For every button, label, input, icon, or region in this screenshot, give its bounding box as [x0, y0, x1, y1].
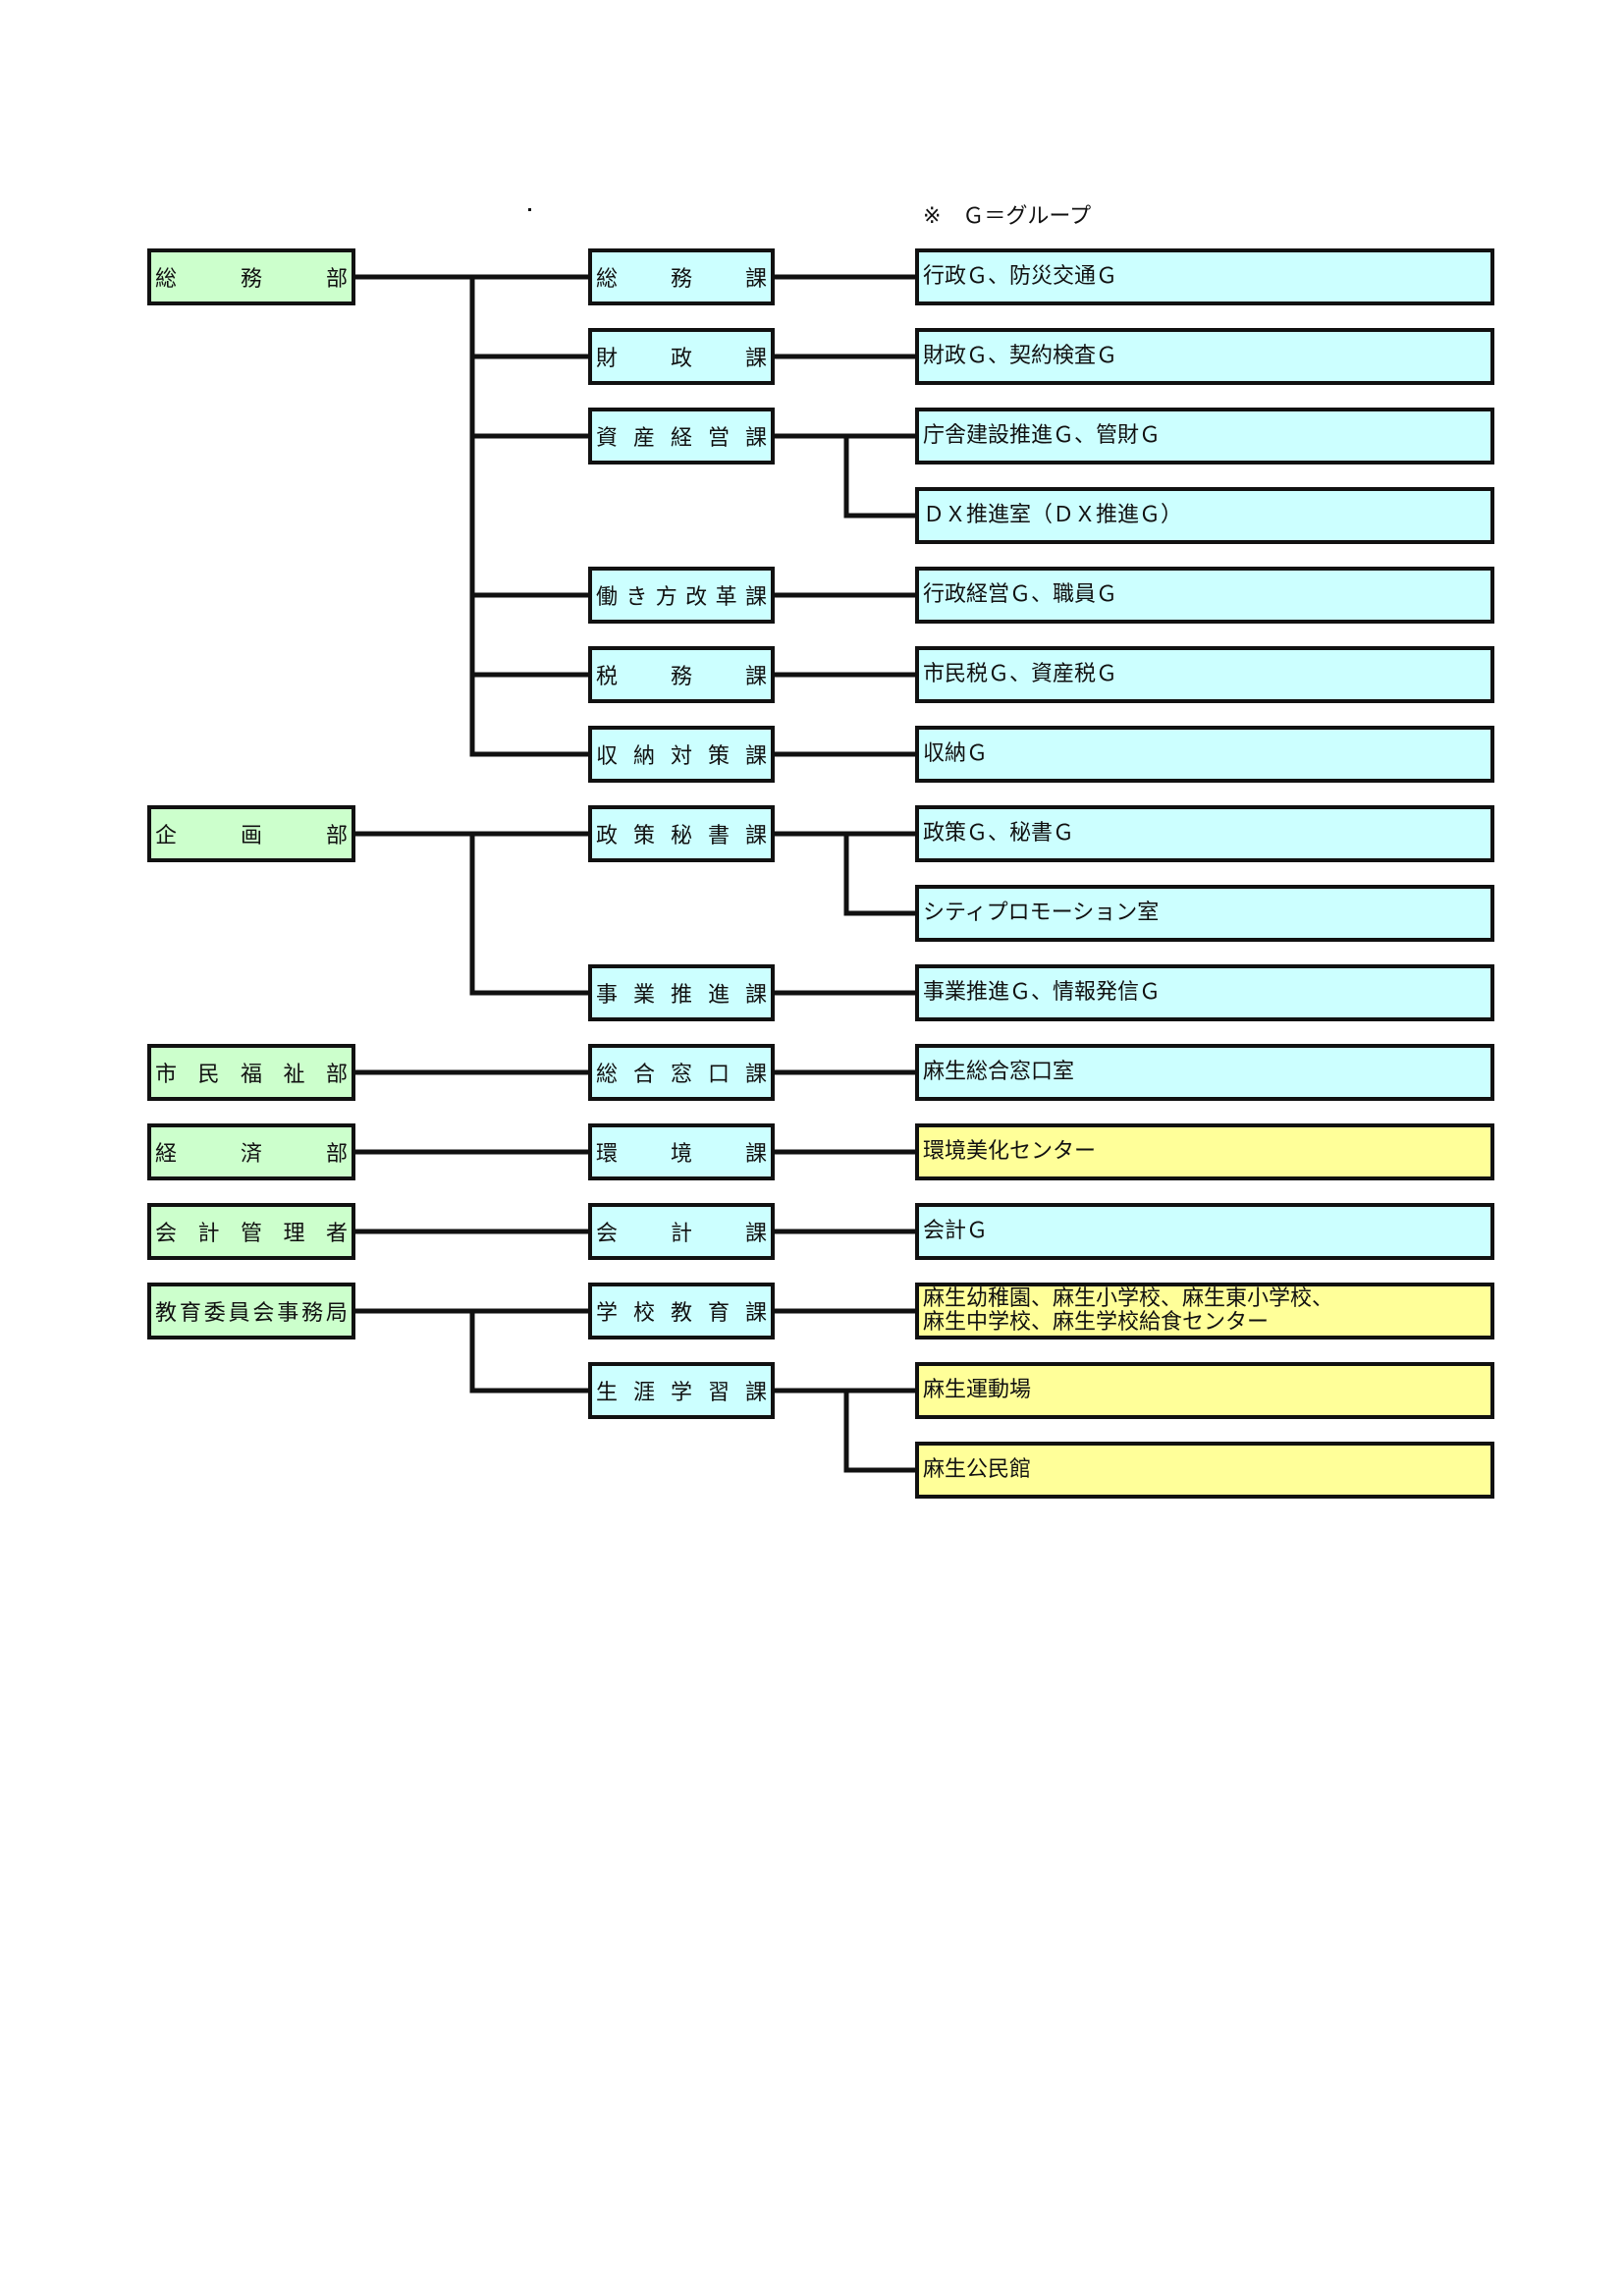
sect-label: 税務課 [596, 665, 767, 689]
dept-shimin-fukushi: 市民福祉部 [147, 1044, 355, 1101]
facility-box: 麻生幼稚園、麻生小学校、麻生東小学校、 麻生中学校、麻生学校給食センター [915, 1283, 1494, 1339]
sect-label: 財政課 [596, 347, 767, 371]
group-label: ＤＸ推進室（ＤＸ推進Ｇ） [923, 503, 1183, 527]
group-label: 財政Ｇ、契約検査Ｇ [923, 344, 1118, 368]
sect-shuno: 収納対策課 [588, 726, 775, 783]
sect-shogai-gakushu: 生涯学習課 [588, 1362, 775, 1419]
dept-label: 会計管理者 [155, 1222, 348, 1246]
group-box: 庁舎建設推進Ｇ、管財Ｇ [915, 408, 1494, 465]
group-label: 政策Ｇ、秘書Ｇ [923, 821, 1075, 846]
group-label: 環境美化センター [923, 1139, 1097, 1164]
facility-box: 麻生公民館 [915, 1442, 1494, 1499]
group-label: 事業推進Ｇ、情報発信Ｇ [923, 980, 1162, 1005]
sect-label: 学校教育課 [596, 1301, 767, 1326]
sect-label: 収納対策課 [596, 744, 767, 769]
sect-label: 政策秘書課 [596, 824, 767, 848]
group-box: 行政Ｇ、防災交通Ｇ [915, 248, 1494, 305]
group-box: 財政Ｇ、契約検査Ｇ [915, 328, 1494, 385]
sect-label: 働き方改革課 [596, 585, 767, 610]
group-label: 麻生運動場 [923, 1378, 1032, 1402]
facility-box: 環境美化センター [915, 1123, 1494, 1180]
dept-kyoiku-iinkai: 教育委員会事務局 [147, 1283, 355, 1339]
group-box: ＤＸ推進室（ＤＸ推進Ｇ） [915, 487, 1494, 544]
group-box: 麻生総合窓口室 [915, 1044, 1494, 1101]
dept-label: 企画部 [155, 824, 348, 848]
sect-kankyo: 環境課 [588, 1123, 775, 1180]
group-label: シティプロモーション室 [923, 901, 1160, 925]
sect-label: 総務課 [596, 267, 767, 292]
sect-label: 資産経営課 [596, 426, 767, 451]
group-label: 庁舎建設推進Ｇ、管財Ｇ [923, 423, 1162, 448]
group-label: 収納Ｇ [923, 741, 989, 766]
group-box: 会計Ｇ [915, 1203, 1494, 1260]
sect-hatarakikata: 働き方改革課 [588, 567, 775, 624]
group-box: シティプロモーション室 [915, 885, 1494, 942]
dept-keizai: 経済部 [147, 1123, 355, 1180]
group-label: 麻生総合窓口室 [923, 1060, 1075, 1084]
legend-note: ※ Ｇ＝グループ [923, 204, 1092, 229]
group-label: 行政Ｇ、防災交通Ｇ [923, 264, 1118, 289]
group-box: 事業推進Ｇ、情報発信Ｇ [915, 964, 1494, 1021]
sect-label: 総合窓口課 [596, 1063, 767, 1087]
sect-label: 環境課 [596, 1142, 767, 1167]
sect-zaisei: 財政課 [588, 328, 775, 385]
sect-label: 生涯学習課 [596, 1381, 767, 1405]
dept-kaikei-kanrisha: 会計管理者 [147, 1203, 355, 1260]
group-box: 市民税Ｇ、資産税Ｇ [915, 646, 1494, 703]
sect-shisan-keiei: 資産経営課 [588, 408, 775, 465]
group-box: 政策Ｇ、秘書Ｇ [915, 805, 1494, 862]
group-label: 会計Ｇ [923, 1219, 989, 1243]
sect-sogo-madoguchi: 総合窓口課 [588, 1044, 775, 1101]
sect-label: 会計課 [596, 1222, 767, 1246]
facility-box: 麻生運動場 [915, 1362, 1494, 1419]
sect-kaikei: 会計課 [588, 1203, 775, 1260]
sect-seisaku-hisho: 政策秘書課 [588, 805, 775, 862]
group-label: 麻生幼稚園、麻生小学校、麻生東小学校、 麻生中学校、麻生学校給食センター [923, 1286, 1334, 1335]
dept-somu: 総務部 [147, 248, 355, 305]
group-box: 行政経営Ｇ、職員Ｇ [915, 567, 1494, 624]
sect-somu: 総務課 [588, 248, 775, 305]
group-label: 市民税Ｇ、資産税Ｇ [923, 662, 1118, 686]
sect-zeimu: 税務課 [588, 646, 775, 703]
group-box: 収納Ｇ [915, 726, 1494, 783]
dept-label: 市民福祉部 [155, 1063, 348, 1087]
sect-jigyo-suishin: 事業推進課 [588, 964, 775, 1021]
dept-label: 経済部 [155, 1142, 348, 1167]
sect-gakko-kyoiku: 学校教育課 [588, 1283, 775, 1339]
dept-label: 教育委員会事務局 [155, 1301, 348, 1326]
sect-label: 事業推進課 [596, 983, 767, 1008]
stray-dot [528, 208, 531, 211]
dept-kikaku: 企画部 [147, 805, 355, 862]
group-label: 行政経営Ｇ、職員Ｇ [923, 582, 1118, 607]
group-label: 麻生公民館 [923, 1457, 1032, 1482]
dept-label: 総務部 [155, 267, 348, 292]
